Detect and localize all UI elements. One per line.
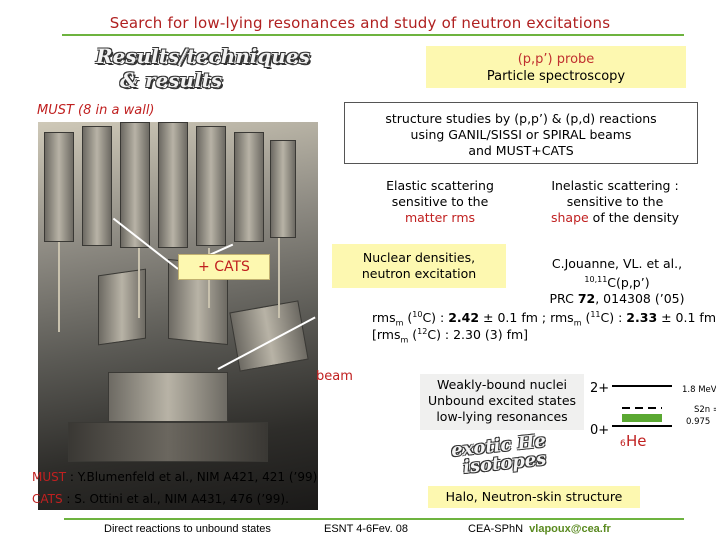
structure-line-1: structure studies by (p,p’) & (p,d) reac…	[385, 111, 657, 126]
must-reference: MUST : Y.Blumenfeld et al., NIM A421, 42…	[32, 466, 317, 488]
s2n-value: 0.975	[686, 417, 710, 427]
jouanne-line-1: C.Jouanne, VL. et al., 10,11C(p,p’)	[518, 256, 716, 291]
footer-right: CEA-SPhN vlapoux@cea.fr	[468, 523, 611, 535]
must-ref-text: : Y.Blumenfeld et al., NIM A421, 421 (’9…	[66, 470, 318, 484]
rms-a-sub: m	[395, 318, 404, 328]
cats-ref-text: : S. Ottini et al., NIM A431, 476 (’99).	[62, 492, 289, 506]
probe-heading: (p,p’) probe	[517, 52, 595, 67]
rms-line-1: rmsm (10C) : 2.42 ± 0.1 fm ; rmsm (11C) …	[372, 310, 716, 328]
cats-label: + CATS	[178, 254, 270, 280]
nuclear-line-2: neutron excitation	[361, 266, 477, 281]
rms-a-isotope: 10	[412, 310, 423, 319]
structure-line-3: and MUST+CATS	[468, 143, 574, 158]
rms-line-2: [rmsm (12C) : 2.30 (3) fm]	[372, 327, 529, 345]
weakly-bound-box: Weakly-bound nuclei Unbound excited stat…	[420, 374, 584, 430]
must-label: MUST (8 in a wall)	[37, 103, 155, 118]
weakly-line-3: low-lying resonances	[436, 409, 568, 424]
weakly-line-1: Weakly-bound nuclei	[436, 377, 568, 392]
nuclear-densities-box: Nuclear densities, neutron excitation	[332, 244, 506, 288]
inelastic-shape-word: shape	[550, 210, 589, 225]
jouanne-journal: PRC	[549, 291, 578, 307]
rms-b-sub: m	[573, 318, 582, 328]
cats-reference: CATS : S. Ottini et al., NIM A431, 476 (…	[32, 488, 317, 510]
elastic-scattering-text: Elastic scattering sensitive to the matt…	[370, 178, 510, 226]
continuum-band	[622, 414, 662, 422]
elastic-line-1: Elastic scattering	[386, 178, 494, 193]
probe-subheading: Particle spectroscopy	[486, 69, 626, 84]
rms-b-error: ± 0.1 fm	[657, 310, 716, 326]
level-2plus-label: 2+	[590, 381, 609, 396]
jouanne-authors: C.Jouanne, VL. et al.,	[551, 256, 683, 271]
inelastic-line-3-rest: of the density	[588, 210, 680, 225]
inelastic-line-1: Inelastic scattering :	[551, 178, 679, 193]
probe-box: (p,p’) probe Particle spectroscopy	[426, 46, 686, 88]
cats-ref-label: CATS	[32, 492, 63, 506]
rms-b-value: 2.33	[626, 310, 658, 326]
structure-box: structure studies by (p,p’) & (p,d) reac…	[344, 102, 698, 164]
references: MUST : Y.Blumenfeld et al., NIM A421, 42…	[32, 466, 317, 510]
rms-b-element: C) :	[600, 310, 627, 326]
jouanne-reaction: C(p,p’)	[607, 275, 650, 291]
jouanne-page: , 014308 (’05)	[595, 291, 685, 307]
nucleus-element: He	[626, 432, 647, 448]
footer-email[interactable]: vlapoux@cea.fr	[529, 523, 611, 535]
rms-b-isotope: 11	[590, 310, 601, 319]
slide-title: Search for low-lying resonances and stud…	[109, 14, 611, 32]
structure-line-2: using GANIL/SISSI or SPIRAL beams	[410, 127, 632, 142]
nuclear-line-1: Nuclear densities,	[362, 250, 476, 265]
rms-a-element: C) :	[422, 310, 449, 326]
beam-label: beam	[316, 369, 353, 384]
energy-label: 1.8 MeV	[682, 385, 716, 395]
rms-c-label: [rms	[372, 327, 401, 343]
rms-a-error: ± 0.1 fm ; rms	[479, 310, 574, 326]
inelastic-scattering-text: Inelastic scattering : sensitive to the …	[534, 178, 696, 226]
level-diagram: 2+ 1.8 MeV S2n = 0.975 0+ 6 He	[590, 381, 716, 448]
jouanne-line-2: PRC 72, 014308 (’05)	[518, 291, 716, 307]
level-0plus-label: 0+	[590, 423, 609, 438]
must-ref-label: MUST	[32, 470, 67, 484]
elastic-line-2: sensitive to the	[391, 194, 489, 209]
weakly-line-2: Unbound excited states	[427, 393, 577, 408]
logo-line-2: & results	[120, 68, 223, 92]
inelastic-line-3: shape of the density	[534, 210, 696, 226]
s2n-label: S2n =	[694, 405, 716, 415]
logo-line-1: Results/techniques	[96, 44, 310, 68]
footer-center: ESNT 4-6Fev. 08	[324, 523, 408, 535]
jouanne-reference: C.Jouanne, VL. et al., 10,11C(p,p’) PRC …	[518, 256, 716, 307]
footer-left: Direct reactions to unbound states	[104, 523, 271, 535]
elastic-line-3: matter rms	[404, 210, 476, 225]
rms-a-label: rms	[372, 310, 396, 326]
rms-c-isotope: 12	[417, 327, 428, 336]
jouanne-isotopes: 10,11	[584, 275, 608, 284]
rms-c-sub: m	[400, 335, 409, 345]
jouanne-volume: 72	[577, 291, 596, 307]
title-divider	[62, 34, 684, 36]
rms-a-value: 2.42	[448, 310, 480, 326]
inelastic-line-2: sensitive to the	[566, 194, 664, 209]
exotic-he-logo: exotic He isotopes	[450, 430, 573, 478]
detector-photo	[38, 122, 318, 510]
footer-lab: CEA-SPhN	[468, 523, 524, 535]
footer-divider	[64, 518, 684, 520]
nucleus-mass: 6	[620, 439, 626, 448]
rms-c-value: C) : 2.30 (3) fm]	[427, 327, 529, 343]
halo-box: Halo, Neutron-skin structure	[428, 486, 640, 508]
results-logo: Results/techniques & results	[96, 44, 310, 96]
